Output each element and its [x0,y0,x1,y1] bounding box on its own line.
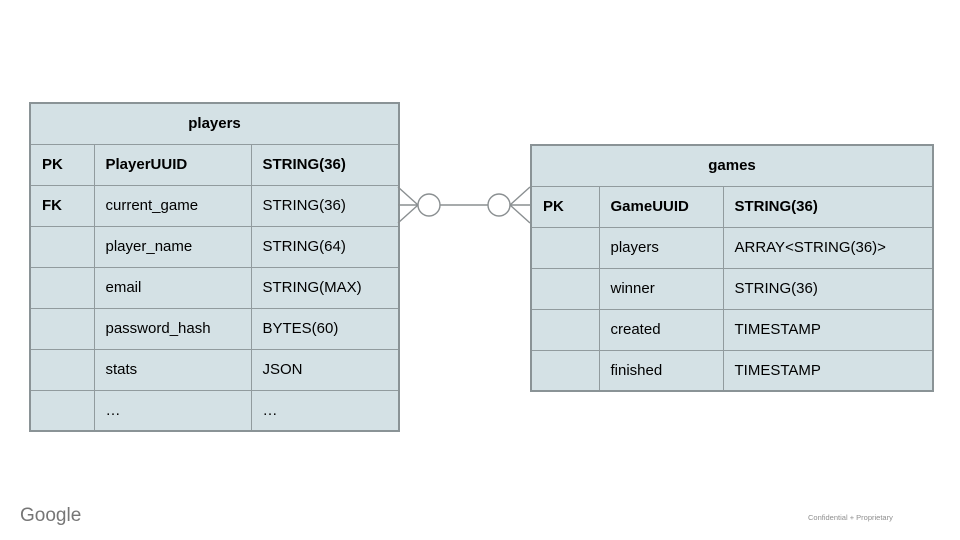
table-title-row: games [530,144,934,187]
cell-key: PK [530,185,600,228]
cell-key [530,349,600,392]
players-table-title: players [29,102,400,145]
table-row: winner STRING(36) [530,267,934,310]
cell-type: STRING(36) [722,185,934,228]
cell-key [29,348,95,391]
zero-circle-left-icon [417,193,441,217]
cell-type: STRING(36) [722,267,934,310]
cell-type: BYTES(60) [250,307,400,350]
cell-type: TIMESTAMP [722,308,934,351]
table-row: password_hash BYTES(60) [29,307,400,350]
table-row: player_name STRING(64) [29,225,400,268]
table-row: email STRING(MAX) [29,266,400,309]
games-table-title: games [530,144,934,187]
cell-key [530,267,600,310]
cell-key [29,225,95,268]
cell-field: stats [93,348,252,391]
cell-field: finished [598,349,724,392]
crows-foot-right-icon [509,186,531,224]
table-row: FK current_game STRING(36) [29,184,400,227]
cell-type: JSON [250,348,400,391]
table-row: PK GameUUID STRING(36) [530,185,934,228]
table-row: … … [29,389,400,432]
cell-key [530,226,600,269]
confidential-note: Confidential + Proprietary [808,513,893,522]
cell-field: PlayerUUID [93,143,252,186]
cell-key [29,389,95,432]
table-row: created TIMESTAMP [530,308,934,351]
relationship-connector [397,186,531,224]
cell-field: player_name [93,225,252,268]
table-title-row: players [29,102,400,145]
crows-foot-left-icon [397,186,419,224]
cell-field: GameUUID [598,185,724,228]
cell-key: PK [29,143,95,186]
games-entity-table: games PK GameUUID STRING(36) players ARR… [530,144,935,392]
table-row: players ARRAY<STRING(36)> [530,226,934,269]
cell-type: TIMESTAMP [722,349,934,392]
cell-key [29,307,95,350]
cell-field: created [598,308,724,351]
cell-field: email [93,266,252,309]
google-logo: Google [20,505,82,526]
cell-type: ARRAY<STRING(36)> [722,226,934,269]
cell-type: … [250,389,400,432]
cell-field: password_hash [93,307,252,350]
cell-key: FK [29,184,95,227]
cell-type: STRING(36) [250,143,400,186]
table-row: PK PlayerUUID STRING(36) [29,143,400,186]
cell-key [29,266,95,309]
players-entity-table: players PK PlayerUUID STRING(36) FK curr… [29,102,401,432]
cell-type: STRING(MAX) [250,266,400,309]
cell-field: winner [598,267,724,310]
cell-type: STRING(36) [250,184,400,227]
table-row: finished TIMESTAMP [530,349,934,392]
cell-type: STRING(64) [250,225,400,268]
cell-field: players [598,226,724,269]
cell-key [530,308,600,351]
zero-circle-right-icon [487,193,511,217]
table-row: stats JSON [29,348,400,391]
cell-field: … [93,389,252,432]
cell-field: current_game [93,184,252,227]
